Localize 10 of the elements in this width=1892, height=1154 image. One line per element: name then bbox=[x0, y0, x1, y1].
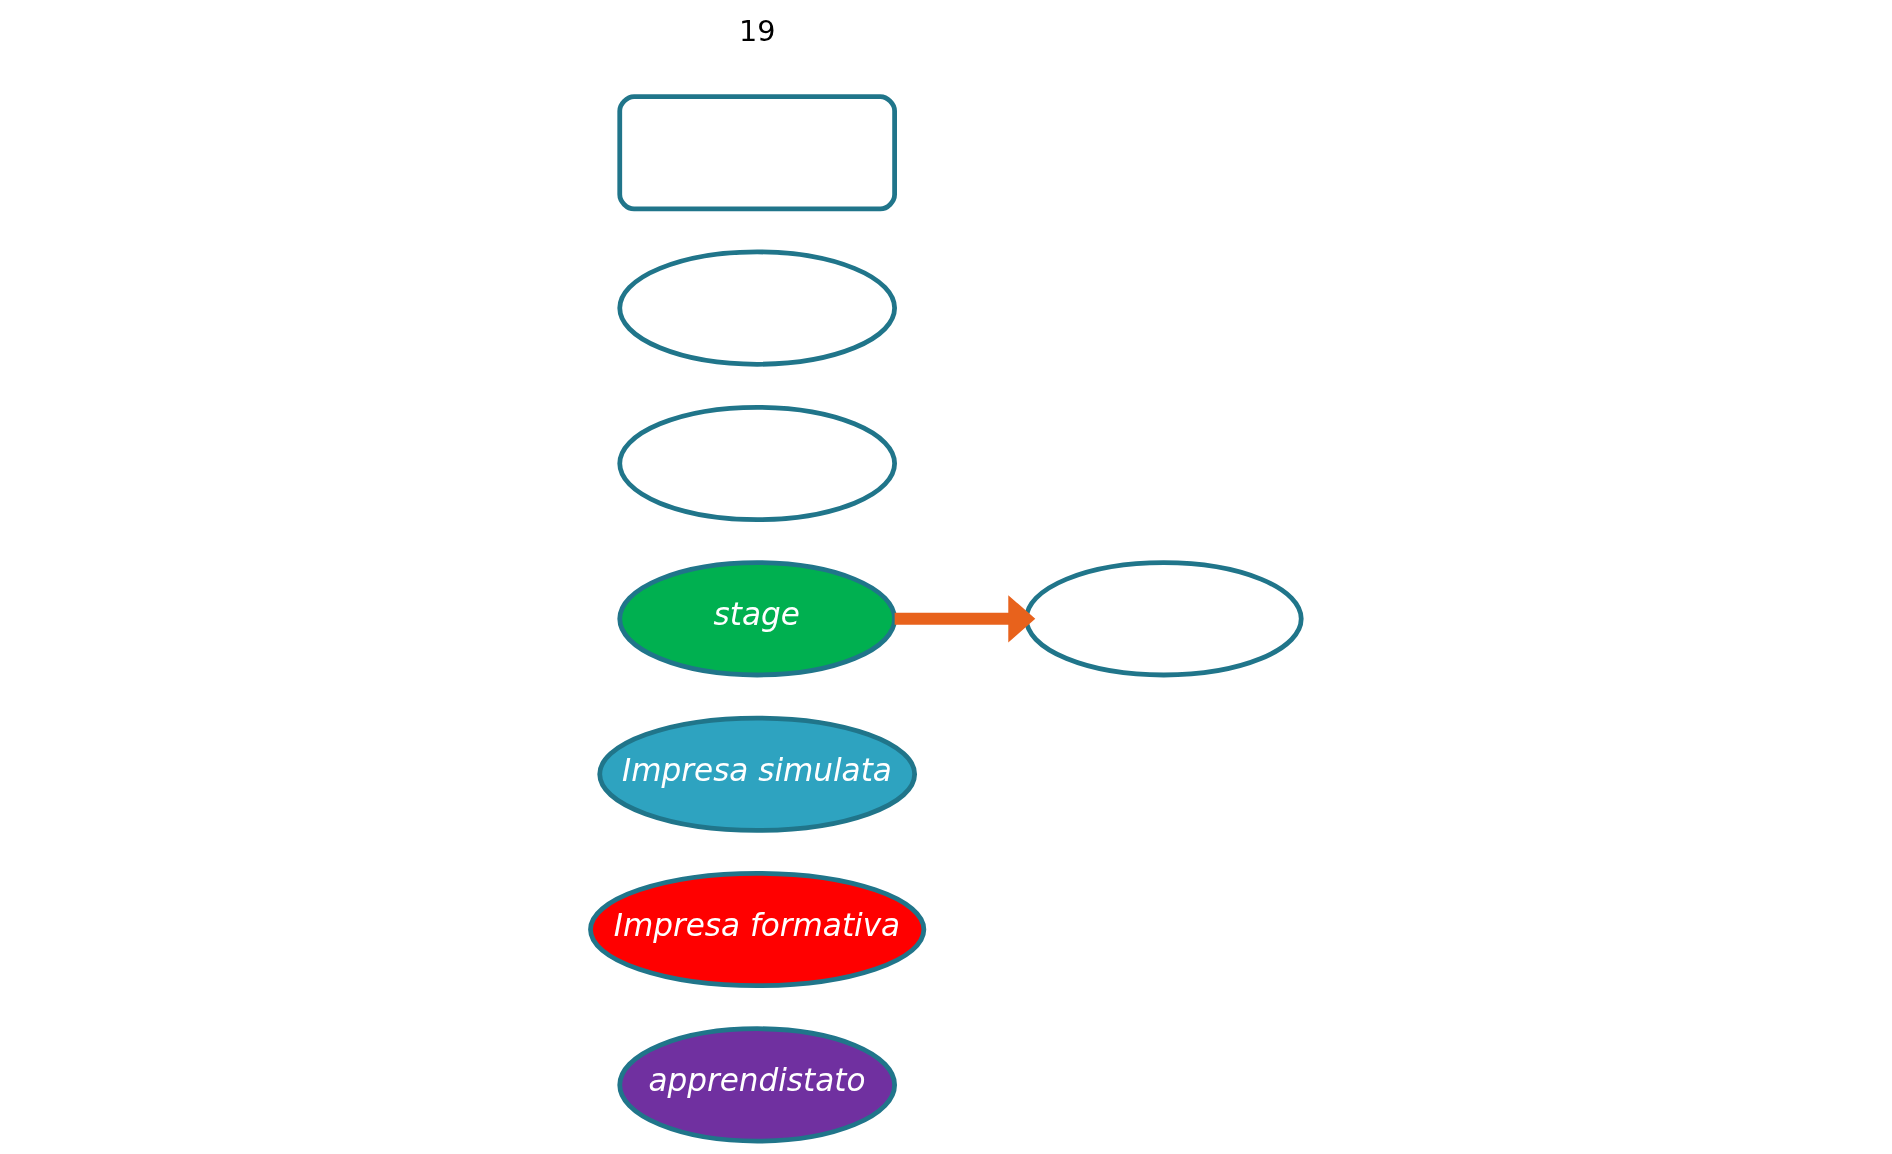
node-ellipse: Impresa formativa bbox=[588, 871, 927, 989]
node-ellipse: apprendistato bbox=[617, 1026, 897, 1144]
node-ellipse bbox=[617, 249, 897, 367]
node-ellipse: Impresa simulata bbox=[597, 715, 917, 833]
arrow bbox=[894, 595, 1036, 643]
label: 19 bbox=[738, 13, 776, 48]
node-ellipse bbox=[1023, 560, 1304, 678]
node-ellipse bbox=[617, 404, 897, 523]
node-ellipse: stage bbox=[617, 560, 897, 678]
node-box bbox=[617, 94, 897, 212]
